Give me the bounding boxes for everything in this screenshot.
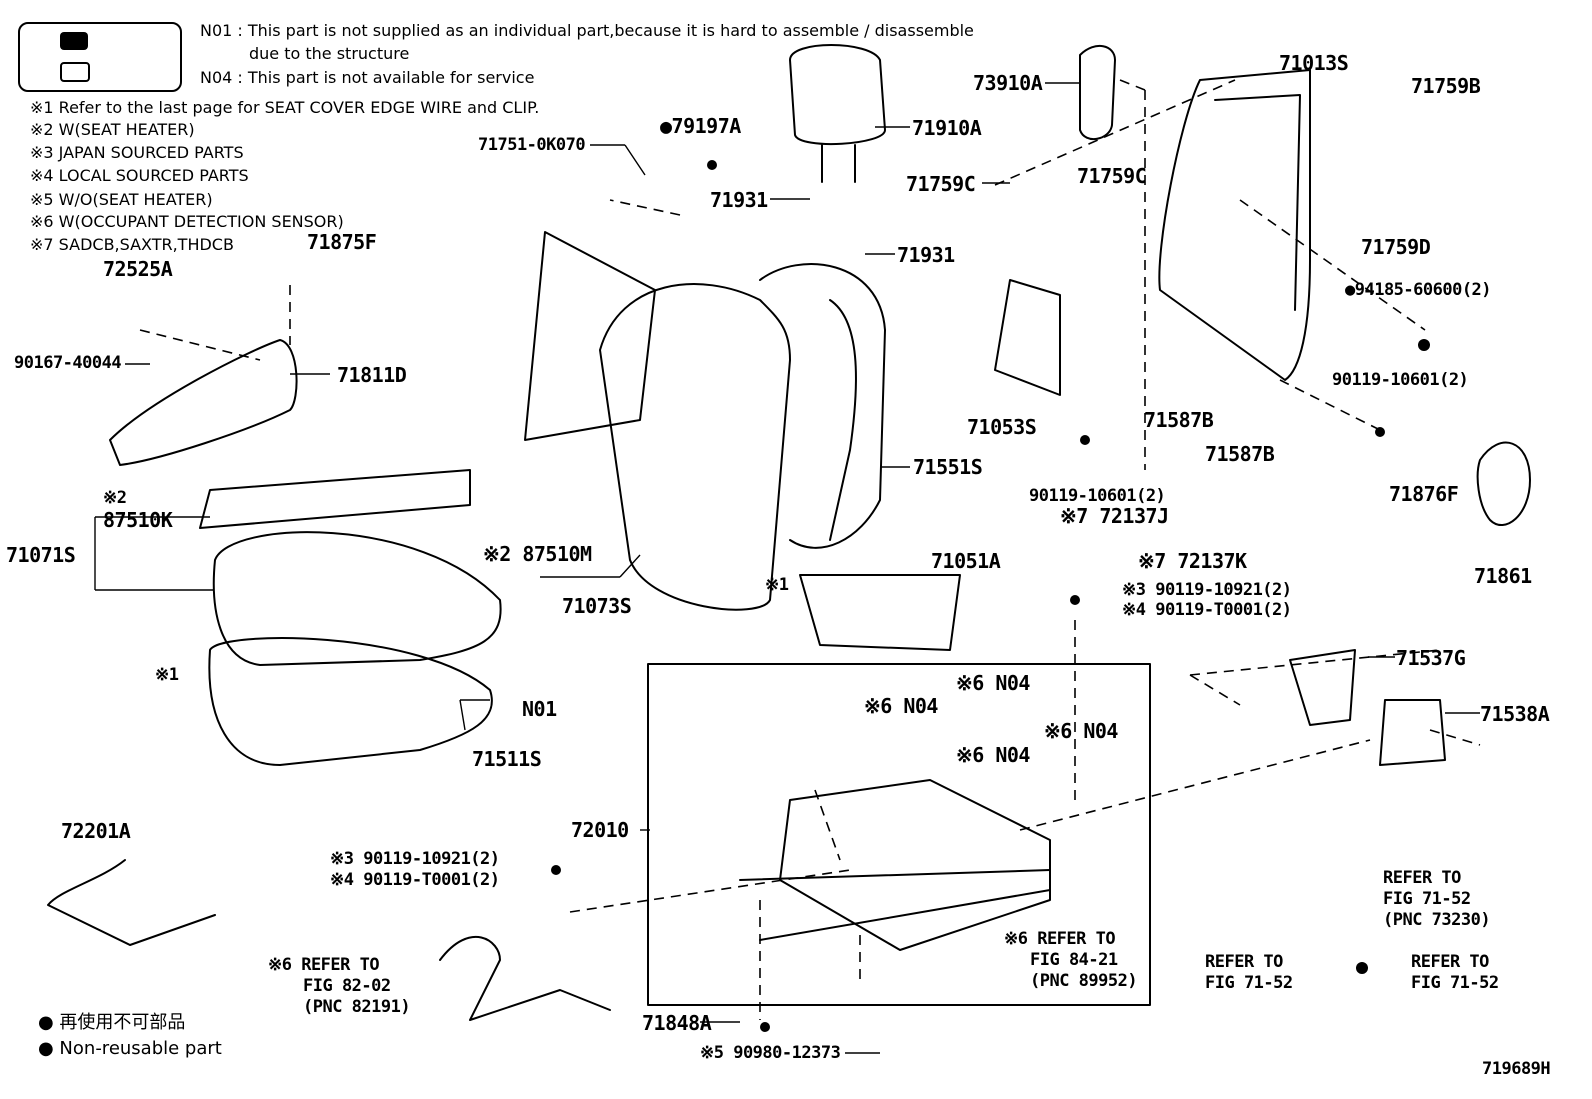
legend-empty-swatch: [60, 62, 90, 82]
part-label-71551S: 71551S: [913, 455, 983, 479]
part-label-71759C-a: 71759C: [906, 172, 976, 196]
part-label-72137J: ※7 72137J: [1060, 504, 1169, 528]
refer-82-line2: FIG 82-02: [303, 976, 391, 996]
part-label-90167-40044: 90167-40044: [14, 353, 122, 373]
part-label-90119-10601-a: 90119-10601(2): [1332, 370, 1469, 390]
part-label-71587B-b: 71587B: [1205, 442, 1275, 466]
refer-7152-a-line2: FIG 71-52: [1383, 889, 1471, 909]
note-2: ※2 W(SEAT HEATER): [30, 120, 195, 139]
part-label-71537G: 71537G: [1396, 646, 1466, 670]
refer-7152-b-line2: FIG 71-52: [1205, 973, 1293, 993]
adjuster-frame-box: [647, 663, 1151, 1006]
part-label-71759D: 71759D: [1361, 235, 1431, 259]
fastener-dot: [707, 160, 717, 170]
refer-7152-c-line1: REFER TO: [1411, 952, 1489, 972]
part-label-73910A: 73910A: [973, 71, 1043, 95]
legend-n01: N01 : This part is not supplied as an in…: [200, 21, 974, 40]
lumbar-support: [994, 279, 1061, 396]
part-label-90119-10601-b: 90119-10601(2): [1029, 486, 1166, 506]
refer-84-line3: (PNC 89952): [1030, 971, 1138, 991]
part-label-87510M: ※2 87510M: [483, 542, 592, 566]
note-3: ※3 JAPAN SOURCED PARTS: [30, 143, 244, 162]
refer-84-line2: FIG 84-21: [1030, 950, 1118, 970]
part-label-90980-12373: ※5 90980-12373: [700, 1043, 841, 1063]
footer-en: ● Non-reusable part: [38, 1038, 222, 1059]
seatback-shape: [599, 283, 791, 611]
note-marker-1b: ※1: [155, 665, 179, 685]
back-board-shape: [524, 231, 656, 441]
legend-n04: N04 : This part is not available for ser…: [200, 68, 535, 87]
part-label-72201A: 72201A: [61, 819, 131, 843]
seatback-frame: [1158, 69, 1311, 381]
part-label-71051A: 71051A: [931, 549, 1001, 573]
part-label-72525A: 72525A: [103, 257, 173, 281]
refer-82-line3: (PNC 82191): [303, 997, 411, 1017]
part-label-71587B-a: 71587B: [1144, 408, 1214, 432]
figure-id: 719689H: [1482, 1059, 1551, 1079]
part-label-N04-b: ※6 N04: [864, 694, 938, 718]
seat-cushion-cover: [212, 531, 502, 666]
knob-71861: [1476, 441, 1531, 526]
refer-7152-c-line2: FIG 71-52: [1411, 973, 1499, 993]
wire-harness: [439, 936, 611, 1021]
seat-spring: [799, 574, 961, 651]
part-label-71848A: 71848A: [642, 1011, 712, 1035]
part-label-94185-60600: ●94185-60600(2): [1345, 280, 1492, 300]
part-label-N04-c: ※6 N04: [1044, 719, 1118, 743]
part-label-71511S: 71511S: [472, 747, 542, 771]
part-label-71910A: 71910A: [912, 116, 982, 140]
shield-71538A: [1379, 699, 1446, 766]
legend-n01-cont: due to the structure: [249, 44, 410, 63]
part-label-N04-d: ※6 N04: [956, 743, 1030, 767]
part-label-87510K: 87510K: [103, 508, 173, 532]
part-label-71013S: 71013S: [1279, 51, 1349, 75]
part-label-87510K-note: ※2: [103, 488, 127, 508]
wire-72201A: [47, 859, 216, 946]
refer-7152-a-line1: REFER TO: [1383, 868, 1461, 888]
part-label-71861: 71861: [1474, 564, 1532, 588]
note-1: ※1 Refer to the last page for SEAT COVER…: [30, 98, 540, 117]
legend-filled-swatch: [60, 32, 88, 50]
shield-71537G: [1289, 649, 1356, 726]
part-label-72010: 72010: [571, 818, 629, 842]
part-label-71073S: 71073S: [562, 594, 632, 618]
part-label-90119-10921-a: ※3 90119-10921(2): [1122, 580, 1292, 600]
note-6: ※6 W(OCCUPANT DETECTION SENSOR): [30, 212, 344, 231]
note-marker-1a: ※1: [765, 575, 789, 595]
part-label-71759B: 71759B: [1411, 74, 1481, 98]
part-label-N01: N01: [522, 697, 557, 721]
note-5: ※5 W/O(SEAT HEATER): [30, 190, 213, 209]
legend-box: [18, 22, 182, 92]
part-label-90119-T0001-b: ※4 90119-T0001(2): [330, 870, 500, 890]
part-label-N04-a: ※6 N04: [956, 671, 1030, 695]
part-label-71931-b: 71931: [897, 243, 955, 267]
note-4: ※4 LOCAL SOURCED PARTS: [30, 166, 249, 185]
heater-mat: [199, 469, 471, 529]
part-label-71876F: 71876F: [1389, 482, 1459, 506]
refer-7152-a-line3: (PNC 73230): [1383, 910, 1491, 930]
part-label-90119-T0001-a: ※4 90119-T0001(2): [1122, 600, 1292, 620]
refer-7152-b-line1: REFER TO: [1205, 952, 1283, 972]
seat-cushion-pad: [208, 637, 493, 766]
part-label-90119-10921-b: ※3 90119-10921(2): [330, 849, 500, 869]
part-label-71751-0K070: 71751-0K070: [478, 135, 586, 155]
part-label-71538A: 71538A: [1480, 702, 1550, 726]
refer-82-line1: ※6 REFER TO: [268, 955, 380, 975]
part-label-71071S: 71071S: [6, 543, 76, 567]
part-label-71759C-b: 71759C: [1077, 164, 1147, 188]
part-label-71931-a: 71931: [710, 188, 768, 212]
part-label-71811D: 71811D: [337, 363, 407, 387]
footer-jp: ● 再使用不可部品: [38, 1012, 186, 1033]
side-cover-shape: [109, 339, 298, 466]
note-7: ※7 SADCB,SAXTR,THDCB: [30, 235, 234, 254]
part-label-71053S: 71053S: [967, 415, 1037, 439]
part-label-79197A: ●79197A: [660, 114, 741, 138]
seat-adjuster: [779, 779, 1051, 951]
refer-84-line1: ※6 REFER TO: [1004, 929, 1116, 949]
part-label-72137K: ※7 72137K: [1138, 549, 1247, 573]
headrest-shape: [789, 44, 886, 145]
part-label-71875F: 71875F: [307, 230, 377, 254]
